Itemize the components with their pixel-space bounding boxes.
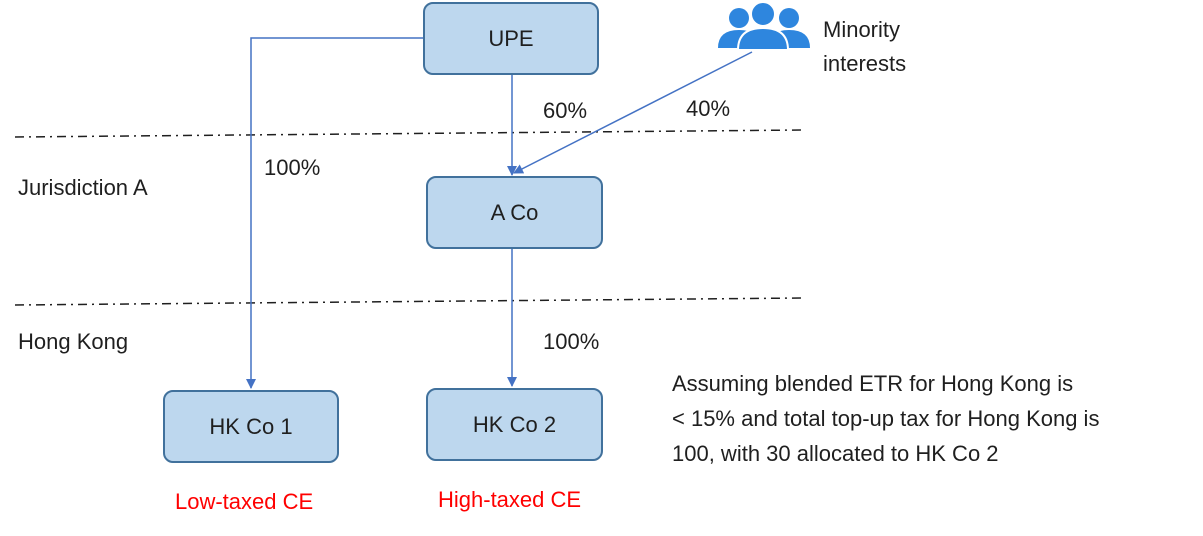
hk-co-2-box[interactable]: HK Co 2	[426, 388, 603, 461]
people-group-icon	[718, 1, 810, 51]
minority-label-line1: Minority	[823, 17, 901, 42]
upe-to-hk-co-1-connector	[246, 37, 424, 389]
hk-co-1-box[interactable]: HK Co 1	[163, 390, 339, 463]
assumption-note-line2: < 15% and total top-up tax for Hong Kong…	[672, 406, 1100, 431]
hk-co-2-classification: High-taxed CE	[438, 487, 582, 512]
upe-to-a-co-percent: 60%	[543, 98, 588, 123]
jurisdiction-a-label: Jurisdiction A	[18, 175, 148, 200]
minority-interests-label: Minority interests	[823, 13, 906, 81]
minority-label-line2: interests	[823, 51, 907, 76]
assumption-note-line1: Assuming blended ETR for Hong Kong is	[672, 371, 1074, 396]
hong-kong-label: Hong Kong	[18, 329, 129, 354]
assumption-note: Assuming blended ETR for Hong Kong is < …	[672, 366, 1099, 471]
upe-box[interactable]: UPE	[423, 2, 599, 75]
a-co-to-hk-co-2-percent: 100%	[543, 329, 600, 354]
upe-to-hk-co-1-percent: 100%	[264, 155, 321, 180]
jurisdiction-boundary-lower	[14, 297, 806, 306]
minority-to-a-co-percent: 40%	[686, 96, 731, 121]
a-co-label: A Co	[490, 199, 539, 225]
assumption-note-line3: 100, with 30 allocated to HK Co 2	[672, 441, 999, 466]
hk-co-2-label: HK Co 2	[472, 411, 557, 437]
jurisdiction-boundary-upper	[14, 129, 806, 138]
hk-co-1-label: HK Co 1	[209, 413, 293, 439]
a-co-box[interactable]: A Co	[426, 176, 603, 249]
minority-to-a-co-connector	[513, 51, 753, 174]
hk-co-1-classification: Low-taxed CE	[175, 489, 314, 514]
upe-label: UPE	[488, 25, 534, 51]
